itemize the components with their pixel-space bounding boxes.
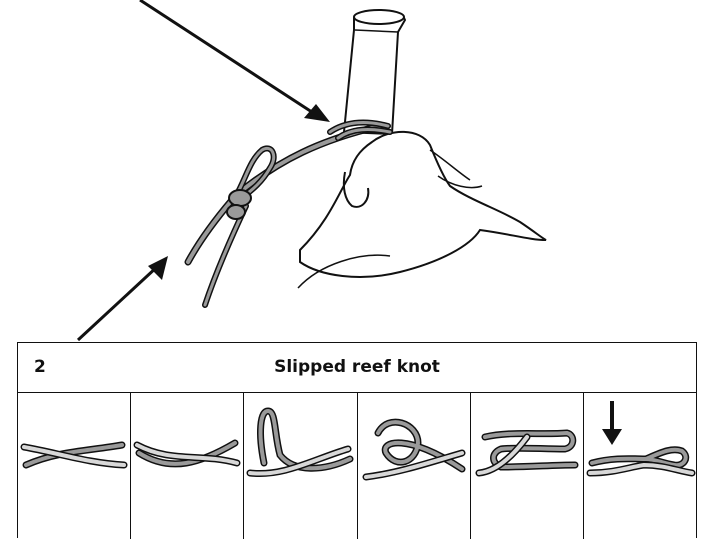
step-frame-1 xyxy=(18,393,131,539)
instruction-panel: 2 Slipped reef knot xyxy=(17,342,697,538)
step-frame-4 xyxy=(358,393,471,539)
tube xyxy=(344,10,405,134)
step-frames xyxy=(18,393,696,539)
hand xyxy=(298,132,546,288)
panel-title: Slipped reef knot xyxy=(18,357,696,377)
panel-header: 2 Slipped reef knot xyxy=(18,343,696,393)
pointer-arrow-top xyxy=(140,0,330,122)
step-frame-5 xyxy=(471,393,584,539)
pointer-arrow-bottom xyxy=(78,256,168,340)
pull-down-arrow-icon xyxy=(602,401,622,445)
step-frame-3 xyxy=(244,393,357,539)
step-frame-2 xyxy=(131,393,244,539)
step-frame-6 xyxy=(584,393,696,539)
